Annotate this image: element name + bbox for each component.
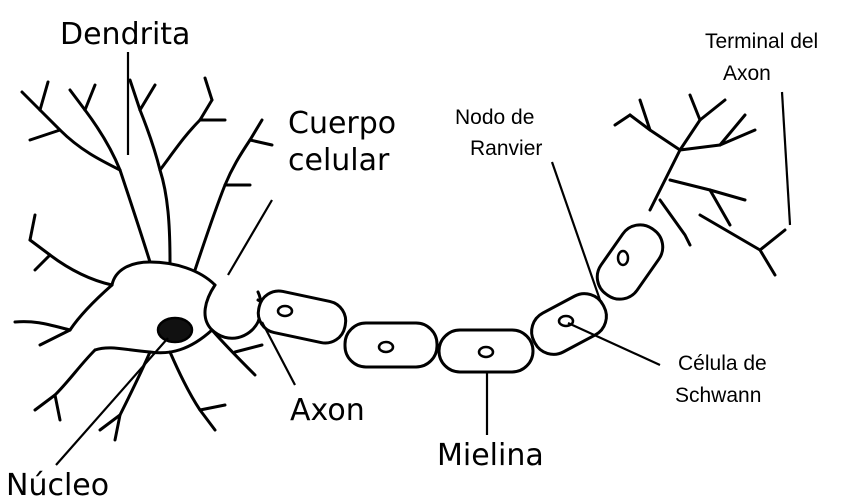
label-dendrita: Dendrita	[60, 17, 190, 52]
axon	[255, 217, 671, 372]
label-celula-line1: Célula de	[678, 352, 767, 375]
schwann-nucleus	[479, 347, 493, 357]
label-mielina: Mielina	[437, 438, 544, 473]
label-celula-line2: Schwann	[675, 384, 761, 407]
leader-nucleo	[56, 338, 168, 465]
nucleus	[158, 318, 192, 342]
label-terminal-line1: Terminal del	[705, 30, 818, 53]
leader-terminal	[782, 92, 790, 225]
label-nodo-line2: Ranvier	[470, 137, 542, 160]
schwann-nucleus	[618, 251, 628, 265]
schwann-nucleus	[278, 306, 292, 316]
leader-cuerpo	[228, 200, 272, 275]
myelin-sheath	[255, 287, 350, 346]
label-nodo-line1: Nodo de	[455, 106, 534, 129]
label-cuerpo-line1: Cuerpo	[288, 106, 396, 141]
schwann-nucleus	[379, 342, 393, 352]
leader-nodo	[552, 162, 600, 300]
myelin-sheath	[589, 217, 671, 308]
label-cuerpo-line2: celular	[288, 143, 390, 178]
leader-celula	[568, 323, 660, 365]
label-terminal-line2: Axon	[723, 62, 771, 85]
label-nucleo: Núcleo	[6, 468, 109, 501]
cell-body-outline	[15, 78, 272, 440]
label-axon: Axon	[290, 393, 365, 428]
